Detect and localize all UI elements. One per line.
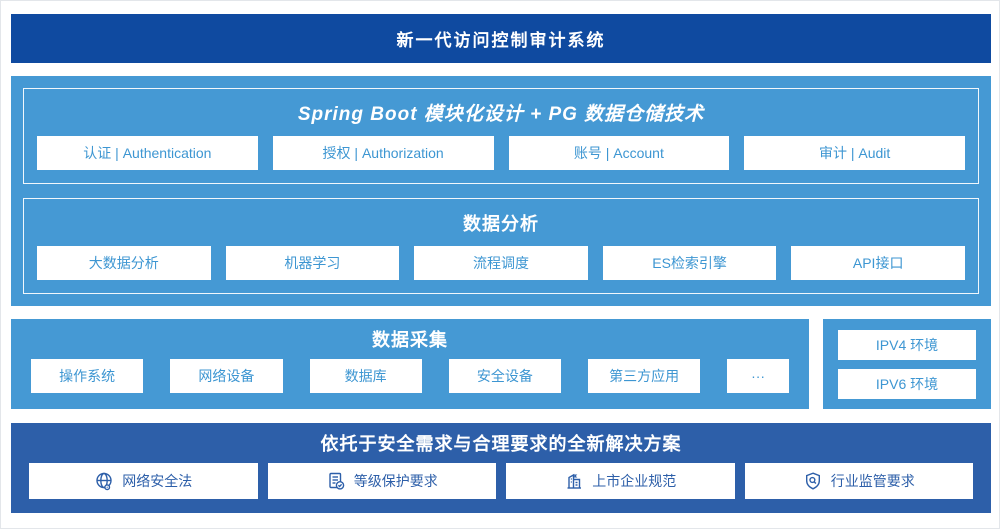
collection-module-box: 操作系统	[31, 359, 144, 393]
analysis-title: 数据分析	[463, 213, 539, 234]
box-label: ES检索引擎	[652, 255, 727, 271]
box-label: ···	[751, 368, 766, 384]
box-label: 网络设备	[198, 368, 255, 384]
solution-item-box: 网络安全法	[29, 463, 258, 499]
architecture-module-row: 认证 | Authentication 授权 | Authorization 账号 …	[24, 136, 978, 183]
box-label: 授权 | Authorization	[322, 145, 444, 161]
analysis-module-box: 流程调度	[414, 246, 588, 280]
architecture-module-box: 审计 | Audit	[744, 136, 965, 170]
analysis-section: 数据分析 大数据分析 机器学习 流程调度 ES检索引擎 API接口	[23, 198, 979, 294]
solution-item-box: 等级保护要求	[267, 463, 496, 499]
box-label: 网络安全法	[122, 473, 193, 489]
solution-section: 依托于安全需求与合理要求的全新解决方案 网络安全法 等级保护要求 上市企业规范 …	[11, 423, 991, 513]
architecture-module-box: 授权 | Authorization	[272, 136, 494, 170]
analysis-module-row: 大数据分析 机器学习 流程调度 ES检索引擎 API接口	[24, 246, 978, 293]
solution-item-box: 上市企业规范	[506, 463, 735, 499]
system-title: 新一代访问控制审计系统	[396, 31, 606, 50]
solution-item-row: 网络安全法 等级保护要求 上市企业规范 行业监管要求	[11, 463, 991, 513]
ip-environment-box: IPV4 环境	[838, 329, 976, 360]
architecture-module-box: 账号 | Account	[508, 136, 730, 170]
middle-row: 数据采集 操作系统 网络设备 数据库 安全设备 第三方应用 ··· IPV4 环境 IPV6…	[11, 319, 991, 409]
box-label: API接口	[852, 255, 904, 271]
analysis-module-box: 机器学习	[225, 246, 400, 280]
box-label: 账号 | Account	[573, 145, 664, 161]
box-label: 认证 | Authentication	[83, 145, 212, 161]
collection-module-box: 网络设备	[170, 359, 283, 393]
box-label: 上市企业规范	[592, 473, 677, 489]
box-label: 机器学习	[284, 255, 341, 271]
box-label: 等级保护要求	[353, 473, 438, 489]
box-label: 安全设备	[476, 368, 533, 384]
architecture-section: Spring Boot 模块化设计 + PG 数据仓储技术 认证 | Authe…	[23, 88, 979, 184]
box-label: 审计 | Audit	[818, 145, 891, 161]
collection-module-row: 操作系统 网络设备 数据库 安全设备 第三方应用 ···	[11, 359, 809, 409]
collection-module-box: ···	[727, 359, 789, 393]
ip-environments-section: IPV4 环境 IPV6 环境	[823, 319, 991, 409]
shield-search-icon	[805, 472, 820, 490]
collection-module-box: 数据库	[309, 359, 422, 393]
box-label: 第三方应用	[609, 368, 680, 384]
ip-environment-box: IPV6 环境	[838, 368, 976, 399]
building-icon	[567, 473, 582, 489]
analysis-module-box: ES检索引擎	[602, 246, 777, 280]
box-label: IPV4 环境	[875, 336, 939, 353]
box-label: 行业监管要求	[830, 473, 915, 489]
architecture-title: Spring Boot 模块化设计 + PG 数据仓储技术	[297, 104, 705, 125]
globe-icon	[96, 472, 112, 491]
solution-title: 依托于安全需求与合理要求的全新解决方案	[320, 434, 682, 454]
collection-section: 数据采集 操作系统 网络设备 数据库 安全设备 第三方应用 ···	[11, 319, 809, 409]
box-label: 流程调度	[472, 255, 529, 271]
box-label: IPV6 环境	[875, 375, 939, 392]
box-label: 数据库	[344, 368, 387, 384]
architecture-module-box: 认证 | Authentication	[37, 136, 258, 170]
analysis-module-box: 大数据分析	[37, 246, 211, 280]
document-check-icon	[329, 472, 345, 490]
collection-title: 数据采集	[372, 330, 448, 350]
collection-module-box: 安全设备	[448, 359, 561, 393]
platform-container: Spring Boot 模块化设计 + PG 数据仓储技术 认证 | Authe…	[11, 76, 991, 306]
box-label: 操作系统	[59, 368, 116, 384]
solution-item-box: 行业监管要求	[744, 463, 973, 499]
box-label: 大数据分析	[88, 255, 159, 271]
analysis-module-box: API接口	[791, 246, 965, 280]
system-title-banner: 新一代访问控制审计系统	[11, 14, 991, 63]
collection-module-box: 第三方应用	[588, 359, 701, 393]
